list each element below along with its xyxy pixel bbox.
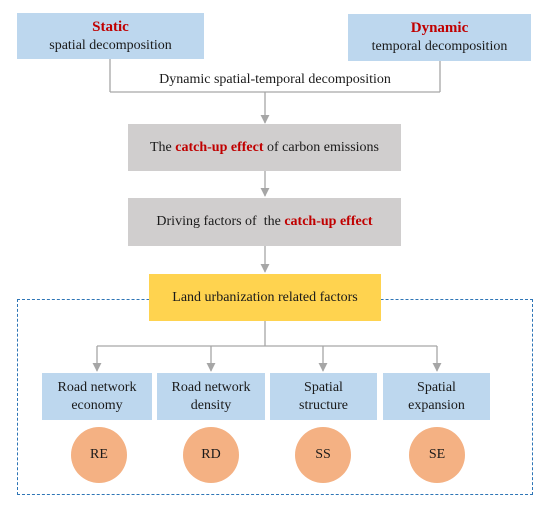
driving-highlight: catch-up effect: [284, 214, 373, 230]
factor-line1: Spatial: [304, 380, 343, 395]
catch-up-after: of carbon emissions: [267, 139, 379, 155]
factor-box-ss: Spatial structure: [270, 373, 377, 420]
factor-line2: economy: [71, 397, 123, 413]
circle-label: SS: [315, 447, 331, 462]
catch-up-before: The: [150, 139, 172, 155]
circle-label: SE: [428, 447, 446, 462]
factor-line1: Spatial: [417, 380, 456, 395]
merge-label: Dynamic spatial-temporal decomposition: [159, 72, 391, 87]
circle-re: RE: [71, 427, 127, 483]
circle-label: RD: [201, 447, 221, 462]
circle-ss: SS: [295, 427, 351, 483]
factor-line2: expansion: [408, 397, 465, 413]
driving-factors-box: Driving factors of the catch-up effect: [128, 198, 401, 246]
factor-line1: Road network: [171, 380, 251, 395]
land-urbanization-box: Land urbanization related factors: [149, 274, 381, 321]
circle-label: RE: [90, 447, 108, 462]
spatial-decomposition-label: spatial decomposition: [49, 37, 172, 53]
dynamic-temporal-box: Dynamic temporal decomposition: [348, 14, 531, 61]
temporal-decomposition-label: temporal decomposition: [371, 39, 508, 55]
factor-line1: Road network: [57, 380, 137, 395]
factor-line2: density: [190, 397, 232, 413]
dynamic-label: Dynamic: [410, 20, 469, 37]
circle-rd: RD: [183, 427, 239, 483]
factor-box-se: Spatial expansion: [383, 373, 490, 420]
land-urbanization-label: Land urbanization related factors: [172, 289, 358, 305]
catch-up-box: The catch-up effect of carbon emissions: [128, 124, 401, 171]
circle-se: SE: [409, 427, 465, 483]
catch-up-highlight: catch-up effect: [175, 139, 264, 155]
static-label: Static: [92, 18, 129, 35]
factor-box-re: Road network economy: [42, 373, 152, 420]
factor-line2: structure: [299, 397, 348, 413]
static-spatial-box: Static spatial decomposition: [17, 13, 204, 59]
driving-before: Driving factors of the: [156, 214, 281, 230]
factor-box-rd: Road network density: [157, 373, 265, 420]
